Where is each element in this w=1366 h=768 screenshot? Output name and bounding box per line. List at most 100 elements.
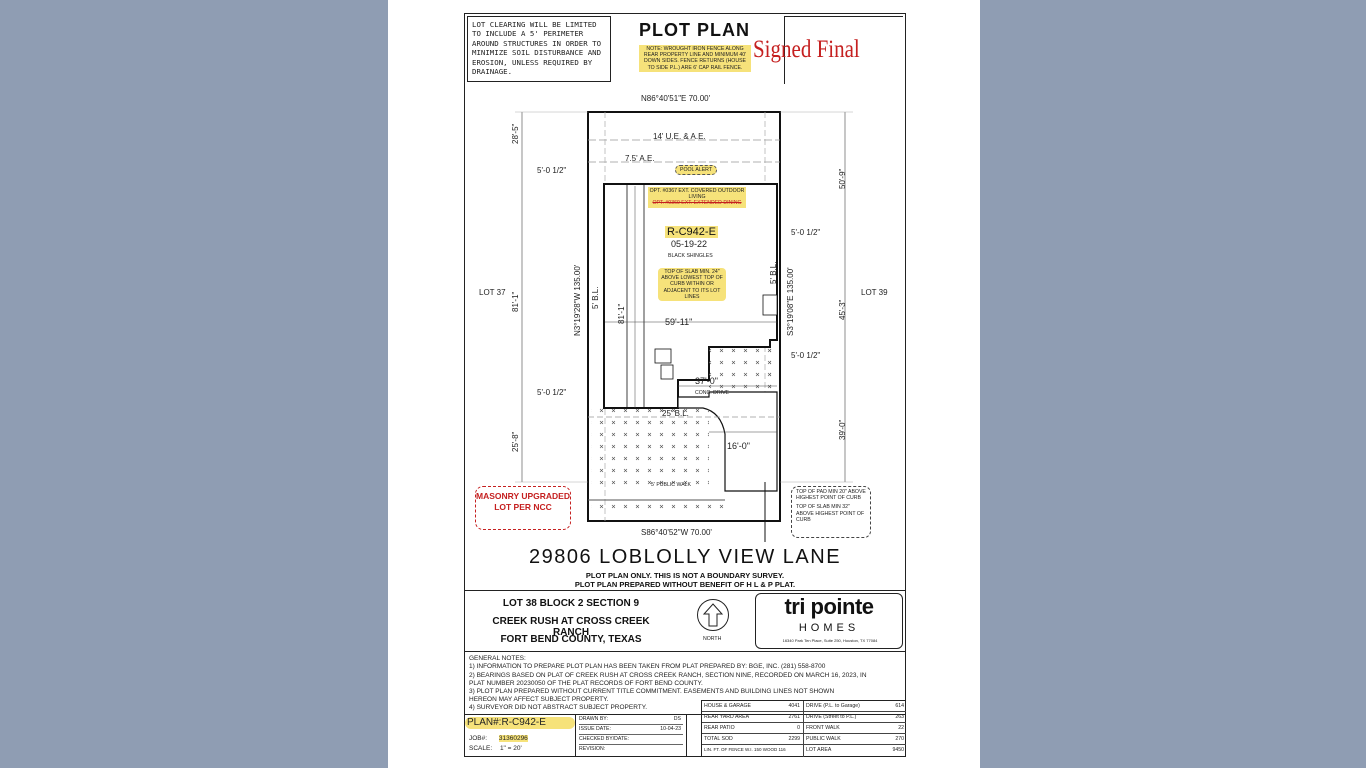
- general-notes-heading: GENERAL NOTES:: [469, 655, 526, 662]
- area-label: REAR YARD AREA: [704, 714, 750, 720]
- revision-label: REVISION:: [579, 746, 606, 752]
- bearing-top: N86°40'51"E 70.00': [641, 94, 711, 103]
- lot-block-section: LOT 38 BLOCK 2 SECTION 9: [502, 598, 640, 609]
- masonry-note: MASONRY UPGRADED LOT PER NCC: [475, 486, 571, 530]
- conc-drive-label: CONC. DRIVE: [695, 390, 730, 396]
- pad-note-2: TOP OF SLAB MIN 32" ABOVE HIGHEST POINT …: [796, 504, 865, 523]
- plan-date: 05-19-22: [671, 239, 708, 249]
- public-walk-label: 5' PUBLIC WALK: [651, 482, 692, 488]
- covered-living-option: OPT. #0367 EXT. COVERED OUTDOOR LIVING O…: [648, 187, 746, 208]
- lot-clearing-note: LOT CLEARING WILL BE LIMITED TO INCLUDE …: [467, 16, 611, 82]
- dim-side-bl: 5'-0 1/2": [537, 388, 567, 397]
- dim-81-1-inner: 81'-1": [617, 303, 626, 324]
- issue-date-label: ISSUE DATE:: [579, 726, 611, 732]
- dim-45-3: 45'-3": [838, 299, 847, 320]
- area-label: LIN. FT. OF FENCE W.I. 150 WOOD 116: [704, 747, 786, 752]
- drawn-by-value: DS: [673, 716, 681, 722]
- dim-side-tr: 5'-0 1/2": [791, 228, 821, 237]
- revision-row: REVISION:: [579, 746, 683, 755]
- page-title: PLOT PLAN: [639, 20, 750, 40]
- subdivision-name: CREEK RUSH AT CROSS CREEK RANCH: [492, 616, 650, 638]
- logo-top: tri pointe: [784, 594, 874, 619]
- logo-address: 16340 Park Ten Place, Suite 250, Houston…: [782, 638, 878, 643]
- job-label: JOB#:: [469, 735, 488, 742]
- pad-notes: TOP OF PAD MIN 20" ABOVE HIGHEST POINT O…: [791, 486, 871, 538]
- lot-boundary: [587, 111, 781, 522]
- plan-number-value: R-C942-E: [501, 717, 546, 728]
- covered-living-text: OPT. #0367 EXT. COVERED OUTDOOR LIVING: [649, 188, 745, 201]
- job-row: JOB#: 31360296: [469, 735, 528, 743]
- area-label-2: DRIVE (Street to P.L.): [806, 714, 857, 720]
- area-row: HOUSE & GARAGE 4041 DRIVE (P.L. to Garag…: [702, 701, 906, 712]
- area-value: 4041: [788, 703, 800, 709]
- site-plan-drawing: [515, 111, 853, 542]
- checked-row: CHECKED BY/DATE:: [579, 736, 683, 745]
- general-note-3: 3) PLOT PLAN PREPARED WITHOUT CURRENT TI…: [469, 688, 835, 703]
- plan-number-label: PLAN#:: [467, 717, 502, 728]
- slab-note: TOP OF SLAB MIN. 24" ABOVE LOWEST TOP OF…: [658, 268, 726, 302]
- survey-note-2: PLOT PLAN PREPARED WITHOUT BENEFIT OF H …: [574, 580, 796, 589]
- address-title: 29806 LOBLOLLY VIEW LANE: [528, 546, 842, 568]
- roof-type: BLACK SHINGLES: [668, 253, 713, 259]
- bl-side-right: 5' B.L.: [769, 261, 778, 284]
- bearing-left: N3°19'28"W 135.00': [573, 264, 582, 336]
- lot-39-label: LOT 39: [861, 288, 888, 297]
- area-label: TOTAL SOD: [704, 736, 733, 742]
- pad-note-1: TOP OF PAD MIN 20" ABOVE HIGHEST POINT O…: [796, 489, 866, 502]
- front-bl-label: 25' B.L.: [662, 409, 689, 418]
- dim-side-br: 5'-0 1/2": [791, 351, 821, 360]
- meta-table: DRAWN BY: DS ISSUE DATE: 10-04-23 CHECKE…: [575, 714, 687, 756]
- area-label-2: DRIVE (P.L. to Garage): [806, 703, 860, 709]
- area-value: 2761: [788, 714, 800, 720]
- bearing-right: S3°19'08"E 135.00': [786, 267, 795, 336]
- area-label-2: FRONT WALK: [806, 725, 840, 731]
- north-arrow-icon: [697, 599, 729, 631]
- dim-16-0: 16'-0": [727, 441, 750, 451]
- info-table-frame: [465, 714, 905, 756]
- survey-note-1: PLOT PLAN ONLY. THIS IS NOT A BOUNDARY S…: [585, 571, 785, 580]
- lot-clearing-text: LOT CLEARING WILL BE LIMITED TO INCLUDE …: [472, 20, 602, 77]
- dim-side-tl: 5'-0 1/2": [537, 166, 567, 175]
- plan-number-row: PLAN#:R-C942-E: [465, 717, 575, 729]
- area-label: HOUSE & GARAGE: [704, 703, 751, 709]
- general-note-2: 2) BEARINGS BASED ON PLAT OF CREEK RUSH …: [469, 672, 867, 687]
- dim-28-5: 28'-5": [511, 123, 520, 144]
- dim-59-11: 59'-11": [665, 317, 693, 327]
- area-value-2: 22: [898, 725, 904, 731]
- area-label-2: LOT AREA: [806, 747, 832, 753]
- area-row: REAR PATIO 0 FRONT WALK 22: [702, 723, 906, 734]
- bl-side-left: 5' B.L.: [591, 286, 600, 309]
- plot-plan-sheet: LOT CLEARING WILL BE LIMITED TO INCLUDE …: [464, 13, 906, 757]
- dim-39-0: 39'-0": [838, 419, 847, 440]
- county-name: FORT BEND COUNTY, TEXAS: [500, 634, 642, 645]
- area-value-2: 9450: [892, 747, 904, 753]
- area-row: REAR YARD AREA 2761 DRIVE (Street to P.L…: [702, 712, 906, 723]
- drawn-by-row: DRAWN BY: DS: [579, 716, 683, 725]
- dim-37-0: 37'-0": [695, 376, 718, 386]
- builder-logo: tri pointe HOMES 16340 Park Ten Place, S…: [755, 593, 903, 649]
- north-label: NORTH: [703, 636, 722, 642]
- signed-final-stamp: Signed Final: [753, 36, 860, 63]
- area-row: LIN. FT. OF FENCE W.I. 150 WOOD 116 LOT …: [702, 745, 906, 756]
- stamp-box: [784, 16, 903, 84]
- scale-row: SCALE: 1" = 20': [469, 745, 522, 753]
- rear-easement-label: 14' U.E. & A.E.: [653, 132, 706, 141]
- areas-divider: [803, 701, 804, 757]
- areas-table: HOUSE & GARAGE 4041 DRIVE (P.L. to Garag…: [701, 700, 906, 757]
- dim-50-9: 50'-9": [838, 168, 847, 189]
- scale-value: 1" = 20': [499, 745, 522, 752]
- issue-date-value: 10-04-23: [660, 726, 681, 732]
- dim-25-8: 25'-8": [511, 431, 520, 452]
- covered-living-struck: OPT. #0369 EXT. EXTENDED DINING: [652, 200, 742, 207]
- ae-label: 7.5' A.E.: [625, 154, 655, 163]
- area-value-2: 614: [895, 703, 904, 709]
- area-label-2: PUBLIC WALK: [806, 736, 841, 742]
- scale-label: SCALE:: [469, 745, 493, 752]
- area-value: 2299: [788, 736, 800, 742]
- area-value-2: 263: [895, 714, 904, 720]
- issue-date-row: ISSUE DATE: 10-04-23: [579, 726, 683, 735]
- area-label: REAR PATIO: [704, 725, 735, 731]
- bearing-bottom: S86°40'52"W 70.00': [641, 528, 712, 537]
- plan-code-label: R-C942-E: [665, 226, 718, 238]
- job-value: 31360296: [498, 735, 528, 742]
